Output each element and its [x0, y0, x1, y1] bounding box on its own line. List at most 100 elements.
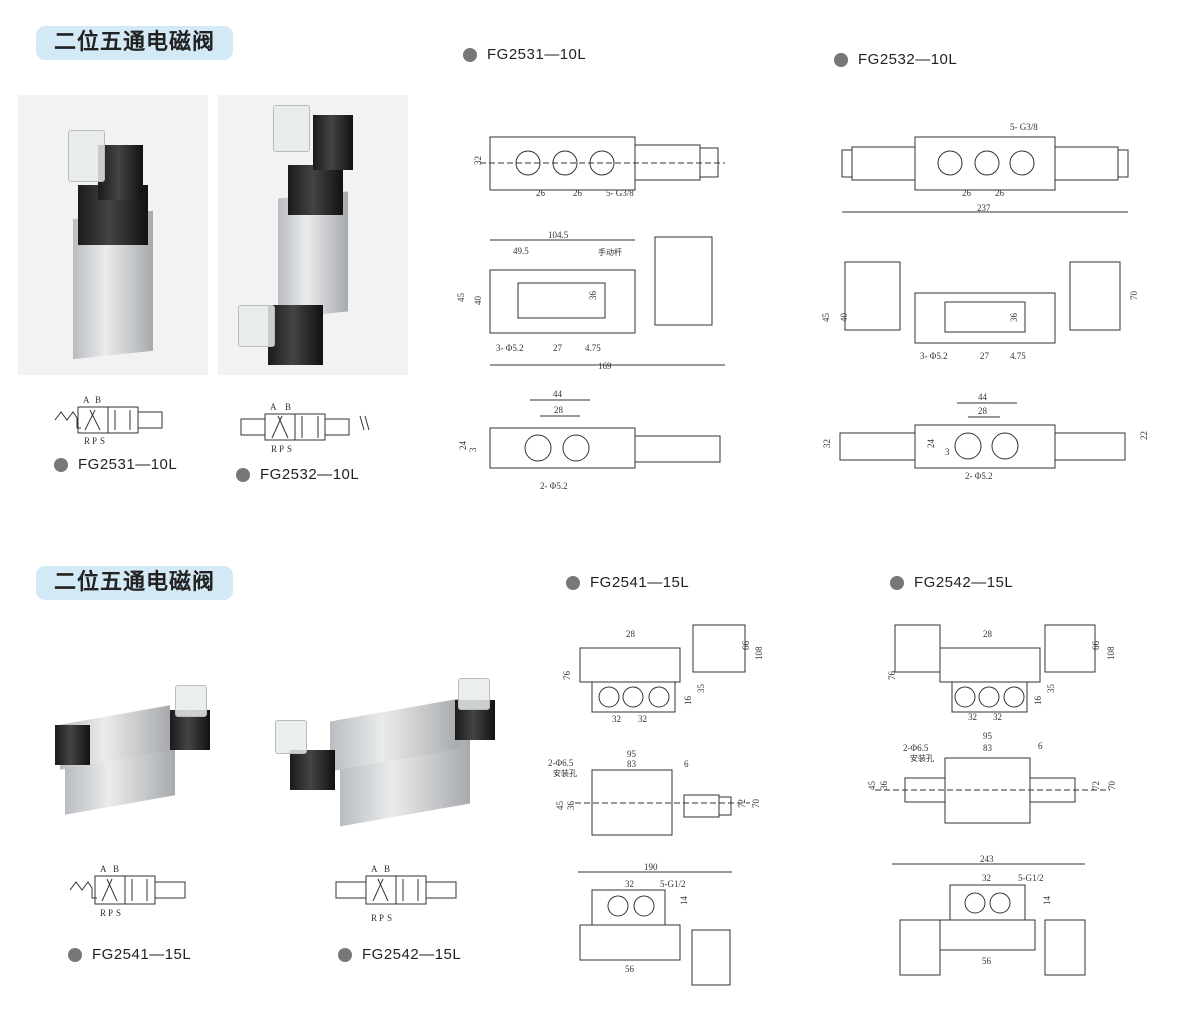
svg-text:36: 36 — [566, 801, 576, 811]
svg-text:16: 16 — [1033, 696, 1043, 706]
svg-text:26: 26 — [536, 188, 546, 198]
svg-text:16: 16 — [683, 696, 693, 706]
svg-text:72: 72 — [1091, 781, 1101, 790]
svg-text:14: 14 — [679, 896, 689, 906]
svg-text:40: 40 — [473, 296, 483, 306]
svg-text:5-G1/2: 5-G1/2 — [1018, 873, 1044, 883]
product-label: FG2531—10L — [54, 456, 177, 473]
svg-text:32: 32 — [638, 714, 647, 724]
svg-text:32: 32 — [993, 712, 1002, 722]
svg-text:3- Φ5.2: 3- Φ5.2 — [496, 343, 524, 353]
svg-text:95: 95 — [983, 731, 993, 741]
bullet-icon — [236, 467, 250, 482]
svg-text:26: 26 — [962, 188, 972, 198]
drawing-header: FG2531—10L — [463, 46, 586, 63]
svg-text:P: P — [108, 908, 113, 918]
svg-text:2- Φ5.2: 2- Φ5.2 — [965, 471, 993, 481]
svg-text:28: 28 — [983, 629, 993, 639]
svg-text:35: 35 — [1046, 684, 1056, 694]
product-photo — [50, 680, 230, 815]
svg-text:76: 76 — [562, 671, 572, 681]
svg-text:22: 22 — [1139, 431, 1149, 440]
product-label: FG2541—15L — [68, 946, 191, 963]
svg-text:35: 35 — [696, 684, 706, 694]
drawing-header: FG2541—15L — [566, 574, 689, 591]
svg-text:2-Φ6.5: 2-Φ6.5 — [903, 743, 929, 753]
svg-text:32: 32 — [612, 714, 621, 724]
svg-text:14: 14 — [1042, 896, 1052, 906]
svg-text:S: S — [116, 908, 121, 918]
svg-text:36: 36 — [879, 781, 889, 791]
section-title: 二位五通电磁阀 — [36, 566, 234, 600]
svg-text:76: 76 — [887, 671, 897, 681]
svg-text:5- G3/8: 5- G3/8 — [1010, 122, 1038, 132]
svg-text:104.5: 104.5 — [548, 230, 569, 240]
section-title: 二位五通电磁阀 — [36, 26, 234, 60]
svg-text:237: 237 — [977, 203, 991, 213]
svg-text:R: R — [271, 444, 277, 454]
drawing-header: FG2542—15L — [890, 574, 1013, 591]
svg-text:66: 66 — [1091, 641, 1101, 651]
product-label: FG2542—15L — [338, 946, 461, 963]
svg-text:24: 24 — [926, 439, 936, 449]
svg-text:56: 56 — [982, 956, 992, 966]
svg-text:169: 169 — [598, 361, 612, 371]
bullet-icon — [890, 575, 904, 590]
svg-text:70: 70 — [1107, 781, 1117, 791]
svg-text:A: A — [270, 402, 277, 412]
svg-text:4.75: 4.75 — [585, 343, 601, 353]
svg-text:3- Φ5.2: 3- Φ5.2 — [920, 351, 948, 361]
svg-text:45: 45 — [821, 313, 831, 323]
svg-text:R: R — [371, 913, 377, 923]
svg-text:S: S — [287, 444, 292, 454]
svg-text:5- G3/8: 5- G3/8 — [606, 188, 634, 198]
svg-text:56: 56 — [625, 964, 635, 974]
svg-text:P: P — [379, 913, 384, 923]
svg-text:S: S — [387, 913, 392, 923]
svg-text:72: 72 — [737, 799, 747, 808]
svg-text:83: 83 — [983, 743, 993, 753]
svg-text:R: R — [100, 908, 106, 918]
model-name: FG2542—15L — [914, 574, 1014, 591]
svg-text:66: 66 — [741, 641, 751, 651]
bullet-icon — [68, 947, 82, 962]
svg-text:40: 40 — [839, 313, 849, 323]
svg-text:83: 83 — [627, 759, 637, 769]
model-name: FG2531—10L — [487, 46, 587, 63]
svg-text:3: 3 — [945, 447, 950, 457]
svg-text:36: 36 — [1009, 313, 1019, 323]
svg-text:36: 36 — [588, 291, 598, 301]
svg-text:安装孔: 安装孔 — [910, 753, 934, 763]
svg-text:2-Φ6.5: 2-Φ6.5 — [548, 758, 574, 768]
svg-text:108: 108 — [1106, 646, 1116, 660]
bullet-icon — [463, 47, 477, 62]
svg-text:45: 45 — [867, 781, 877, 791]
svg-text:手动杆: 手动杆 — [598, 247, 622, 257]
svg-text:28: 28 — [978, 406, 988, 416]
svg-text:27: 27 — [553, 343, 563, 353]
svg-text:安装孔: 安装孔 — [553, 768, 577, 778]
svg-text:32: 32 — [625, 879, 634, 889]
svg-text:70: 70 — [1129, 291, 1139, 301]
svg-text:B: B — [113, 864, 119, 874]
svg-text:32: 32 — [822, 439, 832, 448]
svg-text:24: 24 — [458, 441, 468, 451]
svg-text:B: B — [384, 864, 390, 874]
